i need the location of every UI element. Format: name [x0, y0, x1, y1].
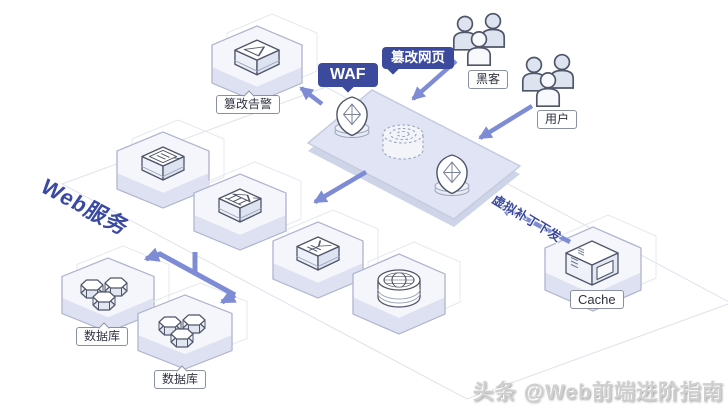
hacker-people-icon [452, 12, 506, 67]
user-people-icon [521, 53, 575, 108]
arrow-user-to-waf [478, 104, 534, 140]
cache-label: Cache [570, 290, 624, 309]
flow-arrows [299, 59, 572, 244]
user-label: 用户 [537, 110, 578, 129]
shield-icon-2 [434, 154, 470, 196]
arrow-to-database-1 [143, 247, 237, 298]
globe-cylinder-icon [377, 269, 421, 308]
arrow-cache-to-waf [498, 203, 572, 244]
hacker-label: 黑客 [468, 70, 509, 89]
dashed-cylinder-icon [382, 124, 424, 160]
watermark-text: 头条 @Web前端进阶指南 [472, 381, 724, 404]
arrow-waf-to-alarm [299, 86, 324, 106]
database-cluster-icon-2 [158, 314, 206, 348]
bank-box-icon [218, 188, 262, 223]
cache-server-icon [565, 240, 619, 286]
database-cluster-icon-1 [80, 277, 128, 311]
arrow-to-database-2 [220, 289, 237, 305]
tamper-alarm-label: 篡改告警 [216, 89, 281, 114]
webpage-box-icon [141, 146, 185, 181]
db-branch-connector [143, 247, 237, 305]
alert-box-icon [234, 39, 280, 76]
web-service-zone-outline [60, 86, 728, 400]
arrow-waf-to-webservers [313, 170, 368, 204]
tamper-webpage-tag: 篡改网页 [382, 47, 454, 75]
waf-tag-label: WAF [330, 66, 366, 83]
database-2-label: 数据库 [154, 364, 207, 389]
waf-tag: WAF [318, 63, 378, 93]
yen-box-icon [296, 236, 340, 271]
tamper-webpage-tag-label: 篡改网页 [391, 50, 445, 65]
shield-icon-1 [334, 96, 370, 138]
database-1-label: 数据库 [76, 321, 129, 346]
